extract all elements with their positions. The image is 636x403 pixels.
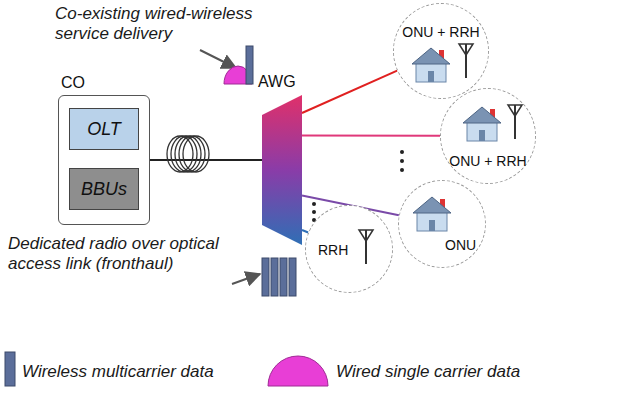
distribution-fiber [302,135,440,137]
node-label: ONU + RRH [441,153,535,169]
node-label: ONU + RRH [394,24,488,40]
house-icon [413,197,451,231]
legend-swatch [5,352,15,386]
antenna-icon [359,230,373,264]
house-icon [412,48,450,82]
distribution-fiber [302,71,397,113]
node-label: AWG [258,73,296,91]
node-label: ONU [445,237,476,253]
site-icons [399,181,485,267]
onu-site: ONU [398,180,486,268]
node-label: OLT [87,119,121,140]
awg-trapezoid: AWG [262,95,302,245]
onu-rrh-site: ONU + RRH [440,88,536,184]
site-icons [394,4,488,98]
fronthaul-symbol [262,258,296,296]
legend-swatch [268,356,328,386]
antenna-icon [508,105,522,139]
legend-label: Wireless multicarrier data [22,362,214,382]
wireless-symbol [246,46,253,84]
awg-shape [262,95,302,245]
rrh-site: RRH [305,205,393,293]
callout-text: Co-existing wired-wireless service deliv… [55,4,270,44]
feeder-fiber [150,159,262,161]
house-icon [463,107,501,141]
node-label: CO [61,74,85,92]
olt-box: OLT [69,108,139,150]
callout-text: Dedicated radio over optical access link… [8,234,244,274]
central-office-box: COOLTBBUs [58,95,150,225]
leader-arrow [200,50,236,68]
onu-rrh-site: ONU + RRH [393,3,489,99]
legend-label: Wired single carrier data [336,362,520,382]
bbu-box: BBUs [69,168,139,210]
node-label: BBUs [81,179,127,200]
leader-arrow [232,274,260,284]
antenna-icon [459,44,473,78]
node-label: RRH [318,242,348,258]
